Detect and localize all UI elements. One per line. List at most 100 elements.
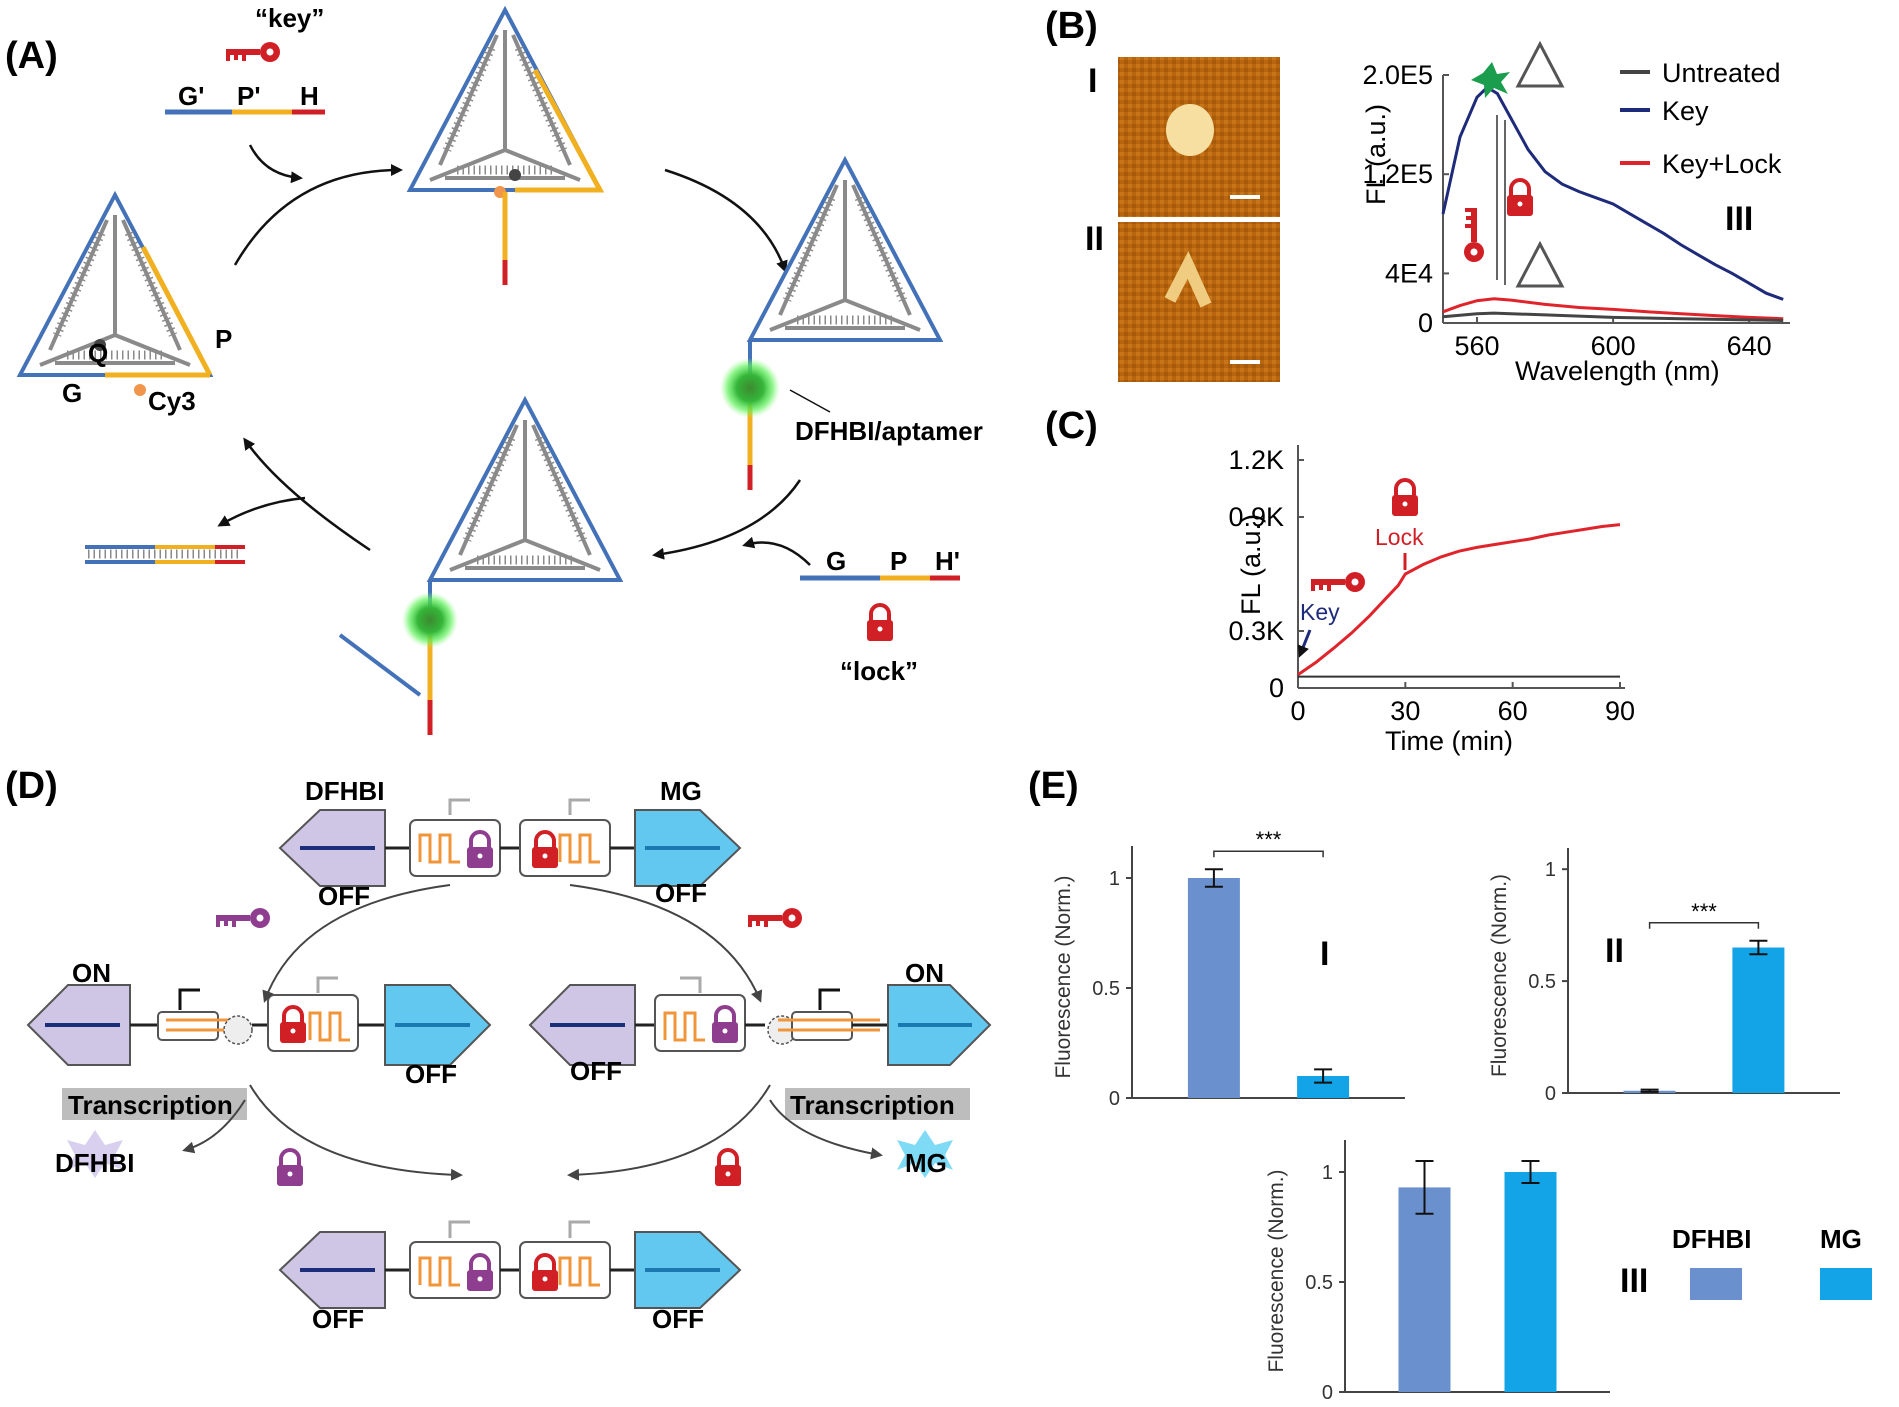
- released-duplex: [85, 545, 245, 564]
- d-left-transcription: Transcription: [68, 1090, 233, 1120]
- d-left-off: OFF: [405, 1059, 457, 1089]
- d-bottom-off-right: OFF: [652, 1304, 704, 1334]
- lock-strand: G P H': [800, 546, 960, 581]
- b-y-tick-label: 0: [1418, 308, 1433, 338]
- e-bar-mg: [1732, 947, 1785, 1093]
- d-top-off-left: OFF: [318, 881, 370, 911]
- b-x-axis-title: Wavelength (nm): [1515, 356, 1720, 386]
- d-red-lock-icon: [713, 1148, 743, 1188]
- key-label: “key”: [255, 3, 324, 33]
- tri-label-cy3: Cy3: [148, 386, 196, 416]
- d-dfhbi-burst-icon: [67, 1130, 123, 1178]
- c-key-annotation: Key: [1300, 599, 1340, 625]
- b-key-icon: [1464, 208, 1484, 262]
- e-legend-swatch-mg: [1820, 1268, 1872, 1300]
- c-x-tick-label: 90: [1605, 696, 1635, 726]
- e-legend-swatch-dfhbi: [1690, 1268, 1742, 1300]
- d-red-key-icon: [748, 908, 802, 928]
- tri-label-g: G: [62, 378, 82, 408]
- cycle-arrow-2: [664, 168, 788, 273]
- e-y-tick-label: 0: [1322, 1382, 1333, 1404]
- d-right-off: OFF: [570, 1056, 622, 1086]
- b-series-key: [1441, 85, 1784, 301]
- c-y-tick-label: 0: [1269, 673, 1284, 703]
- c-plot-lines: [1297, 523, 1621, 678]
- d-right-transcription: Transcription: [790, 1090, 955, 1120]
- b-x-tick-label: 600: [1591, 331, 1636, 361]
- afm-particle-2: [1164, 251, 1212, 308]
- d-left-dfhbi: DFHBI: [55, 1148, 134, 1178]
- d-purple-lock-icon: [275, 1148, 305, 1188]
- tetrahedron-icon-2: [1515, 240, 1565, 288]
- e-legend-mg: MG: [1820, 1224, 1862, 1254]
- d-top-mg: MG: [660, 776, 702, 806]
- afm-label-i: I: [1088, 62, 1097, 100]
- b-lock-icon: [1505, 178, 1535, 218]
- panel-label-d: (D): [5, 765, 58, 807]
- d-construct-top: DFHBI MG OFF OFF: [278, 776, 742, 911]
- tetrahedron-initial: [20, 195, 210, 396]
- c-x-tick-label: 0: [1290, 696, 1305, 726]
- key-strand-g: G': [178, 81, 204, 111]
- key-arrow: [248, 144, 303, 184]
- c-y-tick-label: 1.2K: [1228, 445, 1284, 475]
- fluorescence-star-icon: [1471, 62, 1510, 98]
- d-construct-left: ON OFF Transcription DFHBI: [26, 958, 492, 1178]
- b-series-untreated: [1442, 311, 1784, 322]
- c-y-tick-label: 0.9K: [1228, 502, 1284, 532]
- panel-d: DFHBI MG OFF OFF ON OFF Trans: [26, 776, 992, 1334]
- e-y-tick-label: 0.5: [1528, 971, 1556, 993]
- e-y-tick-label: 1: [1322, 1162, 1333, 1184]
- panel-label-c: (C): [1045, 405, 1098, 447]
- key-strand-p: P': [237, 81, 261, 111]
- e-y-axis-title: Fluorescence (Norm.): [1265, 1169, 1288, 1372]
- c-x-tick-label: 30: [1390, 696, 1420, 726]
- e-y-tick-label: 1: [1545, 859, 1556, 881]
- d-left-on: ON: [72, 958, 111, 988]
- c-x-axis-title: Time (min): [1385, 726, 1513, 756]
- tri-label-p: P: [215, 324, 232, 354]
- d-mg-burst-icon: [897, 1130, 953, 1178]
- d-arrow-transcribe-left: [182, 1099, 246, 1154]
- cycle-arrow-4: [243, 437, 371, 552]
- d-top-dfhbi: DFHBI: [305, 776, 384, 806]
- cycle-arrow-1: [233, 164, 403, 266]
- e-significance-label: ***: [1691, 899, 1717, 924]
- d-construct-right: ON OFF Transcription MG: [528, 958, 992, 1178]
- tetrahedron-locked: [338, 400, 620, 735]
- b-x-tick-label: 640: [1727, 331, 1772, 361]
- b-y-axis-title: FL (a.u.): [1361, 104, 1391, 205]
- panel-label-a: (A): [5, 35, 58, 77]
- e-legend-dfhbi: DFHBI: [1672, 1224, 1751, 1254]
- d-construct-bottom: OFF OFF: [278, 1220, 742, 1334]
- panel-label-e: (E): [1028, 765, 1079, 807]
- e-significance-label: ***: [1256, 827, 1282, 852]
- e-bar-mg: [1504, 1172, 1557, 1392]
- fluorescence-glow: [720, 358, 780, 418]
- c-lock-annotation: Lock: [1375, 524, 1424, 550]
- d-arrow-left-bottom: [249, 1084, 463, 1181]
- d-arrow-transcribe-right: [769, 1099, 883, 1160]
- d-arrow-top-right: [569, 884, 763, 1003]
- e-y-axis-title: Fluorescence (Norm.): [1052, 875, 1075, 1078]
- d-arrow-top-left: [262, 884, 451, 1003]
- spectrum-label-iii: III: [1725, 200, 1753, 238]
- panel-a-schematic: “key” G' P' H G P Q Cy3: [20, 3, 983, 735]
- e-y-tick-label: 1: [1109, 868, 1120, 890]
- c-series-red: [1297, 523, 1621, 676]
- fluorescence-glow-2: [402, 592, 458, 648]
- legend-key-lock: Key+Lock: [1662, 149, 1782, 179]
- d-bottom-off-left: OFF: [312, 1304, 364, 1334]
- lock-icon: [865, 603, 895, 643]
- e-significance-bracket: [1648, 922, 1760, 929]
- key-strand: G' P' H: [165, 81, 325, 115]
- afm-particle-1: [1166, 104, 1214, 156]
- e-bar-dfhbi: [1398, 1187, 1451, 1392]
